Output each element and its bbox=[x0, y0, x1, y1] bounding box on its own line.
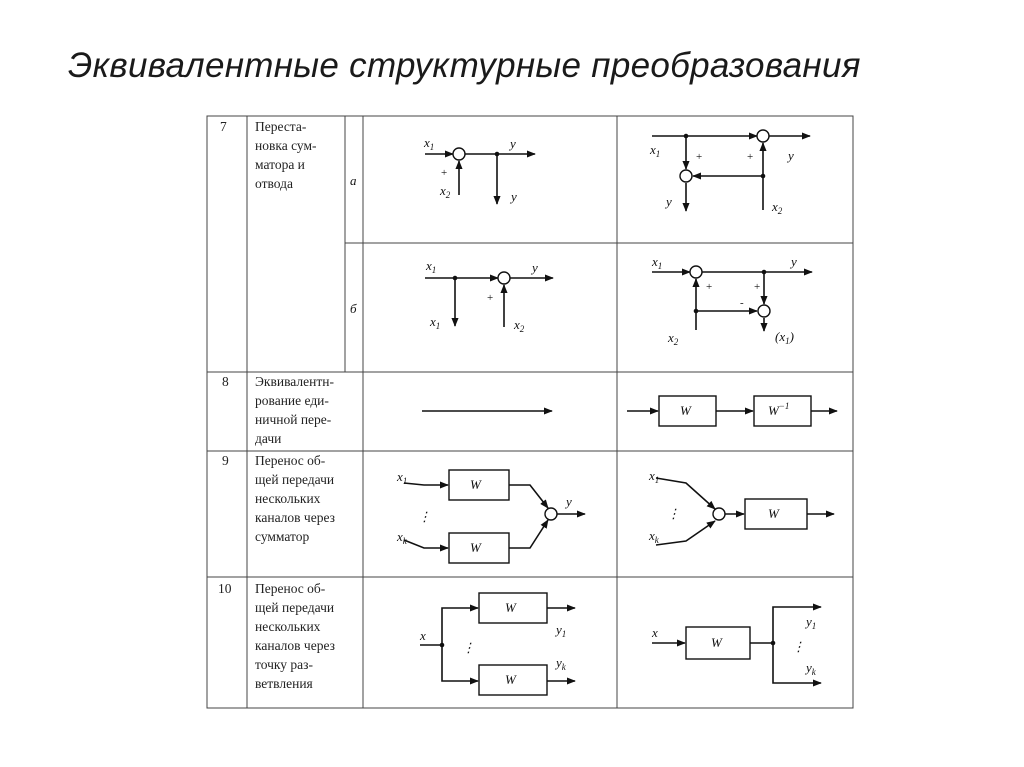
transfer-block-w-inverse bbox=[753, 395, 812, 427]
diagram-7a-left: x1 + x2 y y bbox=[423, 135, 536, 205]
variant-a-label: а bbox=[350, 173, 357, 188]
label-y1: y1 bbox=[554, 622, 566, 639]
plus-sign: + bbox=[747, 151, 753, 163]
dots: ⋮ bbox=[792, 639, 805, 654]
plus-sign: + bbox=[696, 151, 702, 163]
label-y: y bbox=[564, 494, 572, 509]
diagram-7a-right: x1 + + y y x2 bbox=[649, 129, 811, 216]
label-x: x bbox=[419, 628, 426, 643]
dots: ⋮ bbox=[667, 506, 680, 521]
transfer-block-w bbox=[685, 626, 751, 660]
row-7-desc-line: новка сум- bbox=[255, 138, 317, 153]
summator bbox=[544, 507, 558, 521]
row-8-number: 8 bbox=[222, 374, 229, 389]
plus-sign: + bbox=[487, 292, 493, 304]
plus-sign: + bbox=[706, 281, 712, 293]
transfer-block-w bbox=[658, 395, 717, 427]
diagram-9-right: W x1 xk ⋮ bbox=[648, 468, 835, 546]
label-x1-paren: (x1) bbox=[775, 329, 794, 346]
plus-sign: + bbox=[754, 281, 760, 293]
row-10-desc-line: Перенос об- bbox=[255, 581, 326, 596]
transfer-block-w bbox=[448, 469, 510, 501]
label-y: y bbox=[789, 254, 797, 269]
label-x2: x2 bbox=[513, 317, 525, 334]
block-label-w: W bbox=[680, 403, 692, 418]
diagram-9-left: W W x1 xk ⋮ y bbox=[396, 469, 586, 564]
block-label-w-inverse: W−1 bbox=[768, 401, 789, 418]
label-y1: y1 bbox=[804, 614, 816, 631]
label-yk: yk bbox=[804, 660, 817, 677]
label-x1: x1 bbox=[649, 142, 660, 159]
diagram-7b-left: x1 y + x1 x2 bbox=[425, 258, 554, 334]
label-y: y bbox=[786, 148, 794, 163]
block-label-w: W bbox=[470, 540, 482, 555]
row-9-desc-line: нескольких bbox=[255, 491, 321, 506]
label-x1: x1 bbox=[423, 135, 434, 152]
row-7-number: 7 bbox=[220, 119, 227, 134]
variant-b-label: б bbox=[350, 301, 357, 316]
row-9-desc-line: каналов через bbox=[255, 510, 335, 525]
row-8-desc-line: Эквивалентн- bbox=[255, 374, 334, 389]
summator bbox=[497, 271, 511, 285]
summator bbox=[689, 265, 703, 279]
label-yk: yk bbox=[554, 655, 567, 672]
minus-sign: - bbox=[740, 297, 744, 309]
block-label-w: W bbox=[505, 600, 517, 615]
label-x1: x1 bbox=[651, 254, 662, 271]
diagram-7b-right: x1 y + + - x2 (x1) bbox=[651, 254, 813, 347]
label-x: x bbox=[651, 625, 658, 640]
plus-sign: + bbox=[441, 167, 447, 179]
summator bbox=[452, 147, 466, 161]
row-9-desc-line: щей передачи bbox=[255, 472, 334, 487]
dots: ⋮ bbox=[418, 509, 431, 524]
diagram-8-right: W W−1 bbox=[627, 395, 838, 427]
label-x1: x1 bbox=[396, 469, 407, 486]
row-9-desc-line: Перенос об- bbox=[255, 453, 326, 468]
summator bbox=[756, 129, 770, 143]
row-10-desc-line: точку раз- bbox=[255, 657, 313, 672]
dots: ⋮ bbox=[462, 640, 475, 655]
summator bbox=[757, 304, 771, 318]
block-label-w: W bbox=[470, 477, 482, 492]
row-10-number: 10 bbox=[218, 581, 232, 596]
row-10-desc-line: каналов через bbox=[255, 638, 335, 653]
diagram-10-left: W W x ⋮ y1 yk bbox=[419, 592, 576, 696]
row-8-desc-line: ничной пере- bbox=[255, 412, 332, 427]
label-x1: x1 bbox=[429, 314, 440, 331]
row-8-desc-line: дачи bbox=[255, 431, 281, 446]
block-label-w: W bbox=[768, 506, 780, 521]
table-grid bbox=[206, 115, 854, 709]
label-y: y bbox=[508, 136, 516, 151]
row-10-desc-line: нескольких bbox=[255, 619, 321, 634]
label-y: y bbox=[664, 194, 672, 209]
block-label-w: W bbox=[505, 672, 517, 687]
label-x2: x2 bbox=[439, 183, 451, 200]
row-7-desc-line: Переста- bbox=[255, 119, 307, 134]
label-x2: x2 bbox=[667, 330, 679, 347]
transfer-block-w bbox=[478, 664, 548, 696]
row-7-desc-line: матора и bbox=[255, 157, 305, 172]
label-y: y bbox=[530, 260, 538, 275]
row-9-desc-line: сумматор bbox=[255, 529, 309, 544]
summator bbox=[679, 169, 693, 183]
label-xk: xk bbox=[648, 528, 660, 545]
row-10-desc-line: ветвления bbox=[255, 676, 313, 691]
row-9-number: 9 bbox=[222, 453, 229, 468]
label-x2: x2 bbox=[771, 199, 783, 216]
row-7-desc-line: отвода bbox=[255, 176, 293, 191]
summator bbox=[712, 507, 726, 521]
label-y: y bbox=[509, 189, 517, 204]
row-10-desc-line: щей передачи bbox=[255, 600, 334, 615]
diagram-10-right: W x y1 ⋮ yk bbox=[651, 603, 822, 687]
label-x1: x1 bbox=[648, 468, 659, 485]
block-label-w: W bbox=[711, 635, 723, 650]
label-x1: x1 bbox=[425, 258, 436, 275]
slide-title: Эквивалентные структурные преобразования bbox=[68, 46, 861, 85]
label-xk: xk bbox=[396, 529, 408, 546]
row-8-desc-line: рование еди- bbox=[255, 393, 329, 408]
